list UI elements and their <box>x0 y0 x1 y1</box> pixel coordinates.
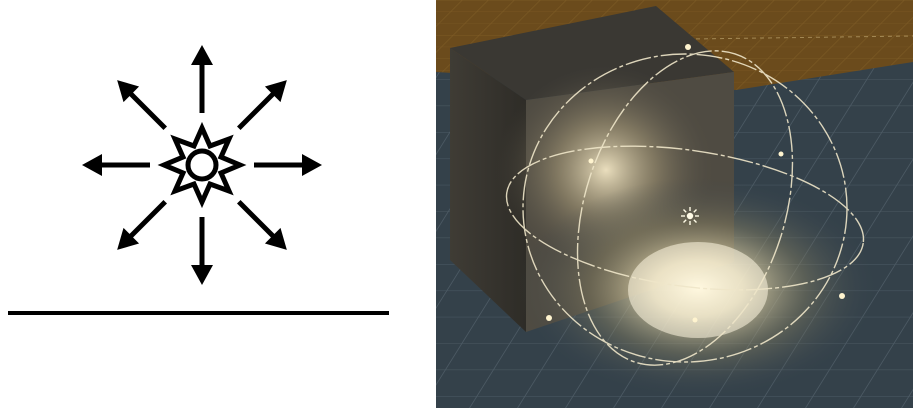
gizmo-handle-bottom-left[interactable] <box>546 315 552 321</box>
gizmo-handle-right[interactable] <box>779 152 784 157</box>
arrow-shaft-ne <box>239 93 274 128</box>
sun-bulb-icon[interactable] <box>681 207 699 225</box>
gizmo-handle-top[interactable] <box>685 44 691 50</box>
gizmo-handle-left[interactable] <box>589 159 594 164</box>
gizmo-handle-bottom[interactable] <box>693 318 698 323</box>
gizmo-handle-bottom-right[interactable] <box>839 293 845 299</box>
arrow-shaft-nw <box>130 93 165 128</box>
sun-icon <box>164 128 240 202</box>
arrow-shaft-se <box>239 202 274 237</box>
point-light-diagram-svg <box>0 0 436 408</box>
arrow-head-s <box>191 265 213 285</box>
arrow-head-n <box>191 45 213 65</box>
scene-view-svg <box>436 0 913 408</box>
arrow-head-w <box>82 154 102 176</box>
scene-view <box>436 0 913 408</box>
point-light-diagram <box>0 0 436 408</box>
arrow-shaft-sw <box>130 202 165 237</box>
arrow-head-e <box>302 154 322 176</box>
